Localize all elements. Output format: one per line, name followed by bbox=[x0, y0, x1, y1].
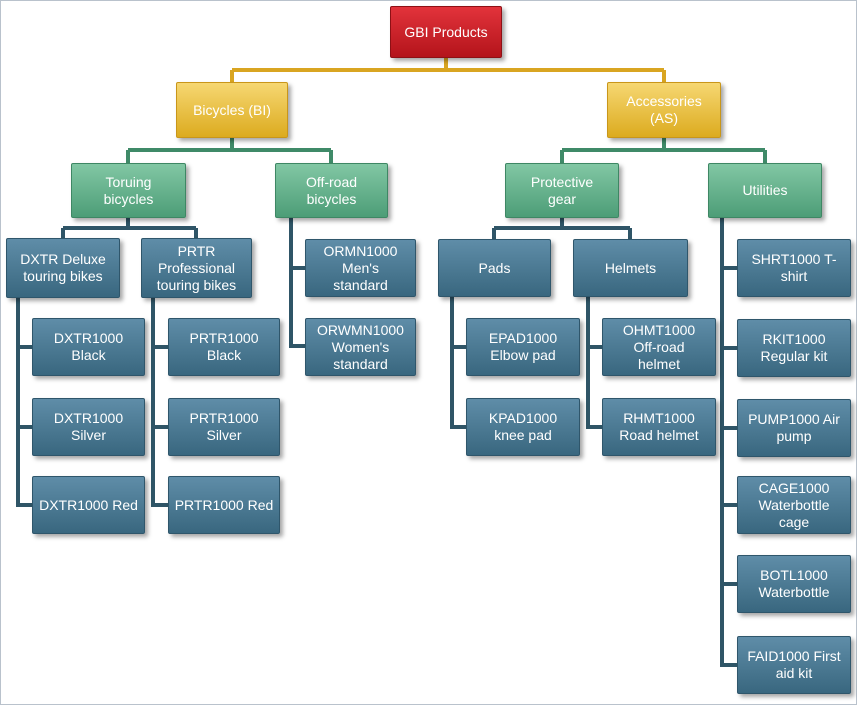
node-botl1000: BOTL1000 Waterbottle bbox=[737, 555, 851, 613]
node-dxtr-group: DXTR Deluxe touring bikes bbox=[6, 238, 120, 298]
node-rhmt1000: RHMT1000 Road helmet bbox=[602, 398, 716, 456]
node-offroad-bicycles: Off-road bicycles bbox=[275, 163, 388, 218]
node-accessories: Accessories (AS) bbox=[607, 82, 721, 138]
node-helmets: Helmets bbox=[573, 239, 688, 297]
node-protective-gear: Protective gear bbox=[505, 163, 619, 218]
node-ohmt1000: OHMT1000 Off-road helmet bbox=[602, 318, 716, 376]
node-dxtr1000-silver: DXTR1000 Silver bbox=[32, 398, 145, 456]
connector-dxtr-spine bbox=[16, 298, 32, 507]
node-prtr1000-silver: PRTR1000 Silver bbox=[168, 398, 280, 456]
node-touring-bicycles: Toruing bicycles bbox=[71, 163, 186, 218]
connector-offroad-spine bbox=[289, 218, 305, 348]
connector-helmets-spine bbox=[586, 297, 602, 429]
connector-pads-spine bbox=[450, 297, 466, 429]
node-orwmn1000: ORWMN1000 Women's standard bbox=[305, 318, 416, 376]
node-kpad1000: KPAD1000 knee pad bbox=[466, 398, 580, 456]
connector-prtr-spine bbox=[151, 298, 168, 507]
node-prtr1000-black: PRTR1000 Black bbox=[168, 318, 280, 376]
node-gbi-products: GBI Products bbox=[390, 6, 502, 58]
node-ormn1000: ORMN1000 Men's standard bbox=[305, 239, 416, 297]
node-epad1000: EPAD1000 Elbow pad bbox=[466, 318, 580, 376]
node-cage1000: CAGE1000 Waterbottle cage bbox=[737, 476, 851, 534]
node-prtr1000-red: PRTR1000 Red bbox=[168, 476, 280, 534]
node-utilities: Utilities bbox=[708, 163, 822, 218]
node-prtr-group: PRTR Professional touring bikes bbox=[141, 238, 252, 298]
node-pads: Pads bbox=[438, 239, 551, 297]
node-faid1000: FAID1000 First aid kit bbox=[737, 636, 851, 694]
node-pump1000: PUMP1000 Air pump bbox=[737, 399, 851, 457]
node-bicycles: Bicycles (BI) bbox=[176, 82, 288, 138]
node-rkit1000: RKIT1000 Regular kit bbox=[737, 319, 851, 377]
connector-utilities-spine bbox=[720, 218, 737, 667]
node-dxtr1000-black: DXTR1000 Black bbox=[32, 318, 145, 376]
node-dxtr1000-red: DXTR1000 Red bbox=[32, 476, 145, 534]
node-shrt1000: SHRT1000 T- shirt bbox=[737, 239, 851, 297]
